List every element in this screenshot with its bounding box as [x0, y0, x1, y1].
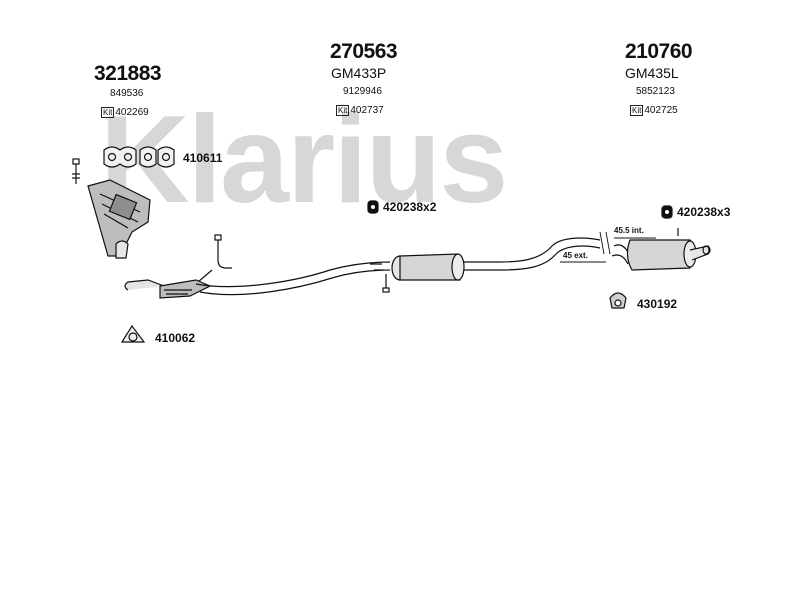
dimension-markers [560, 231, 656, 263]
part-code-3: GM435L [625, 65, 679, 81]
callout-gasket-bottom: 410062 [155, 331, 196, 345]
kit-reference-1: Kit 402269 [101, 107, 149, 118]
intermediate-pipe [464, 237, 601, 271]
catalytic-converter-icon [87, 179, 151, 259]
hanger-icon-rear [661, 205, 673, 219]
dimension-internal: 45.5 int. [614, 226, 644, 235]
middle-muffler [370, 253, 465, 293]
pipe-hanger-icon [197, 234, 232, 283]
hanger-icon-mid [367, 200, 379, 214]
manifold-gasket-icon [103, 146, 175, 168]
kit-reference-3: Kit 402725 [630, 105, 678, 116]
kit-number-3: 402725 [644, 105, 678, 116]
callout-rubber-mount: 430192 [637, 297, 678, 311]
part-number-3: 210760 [625, 40, 693, 63]
oe-number-1: 849536 [110, 88, 144, 99]
kit-label-2: Kit [336, 105, 350, 116]
kit-number-2: 402737 [350, 105, 384, 116]
front-pipe [124, 261, 391, 299]
stud-bolt-icon [72, 158, 80, 184]
kit-number-1: 402269 [115, 107, 149, 118]
rubber-mount-icon [609, 292, 627, 309]
oe-number-3: 5852123 [636, 86, 675, 97]
kit-reference-2: Kit 402737 [336, 105, 384, 116]
kit-label-1: Kit [101, 107, 115, 118]
callout-hanger-rear: 420238x3 [677, 205, 731, 219]
flange-gasket-icon [120, 324, 146, 343]
rear-muffler [611, 228, 711, 271]
part-code-2: GM433P [331, 65, 387, 81]
part-number-2: 270563 [330, 40, 398, 63]
callout-hanger-mid: 420238x2 [383, 200, 437, 214]
kit-label-3: Kit [630, 105, 644, 116]
oe-number-2: 9129946 [343, 86, 382, 97]
dimension-external: 45 ext. [563, 251, 588, 260]
part-number-1: 321883 [94, 62, 162, 85]
callout-gasket-top: 410611 [183, 151, 223, 165]
